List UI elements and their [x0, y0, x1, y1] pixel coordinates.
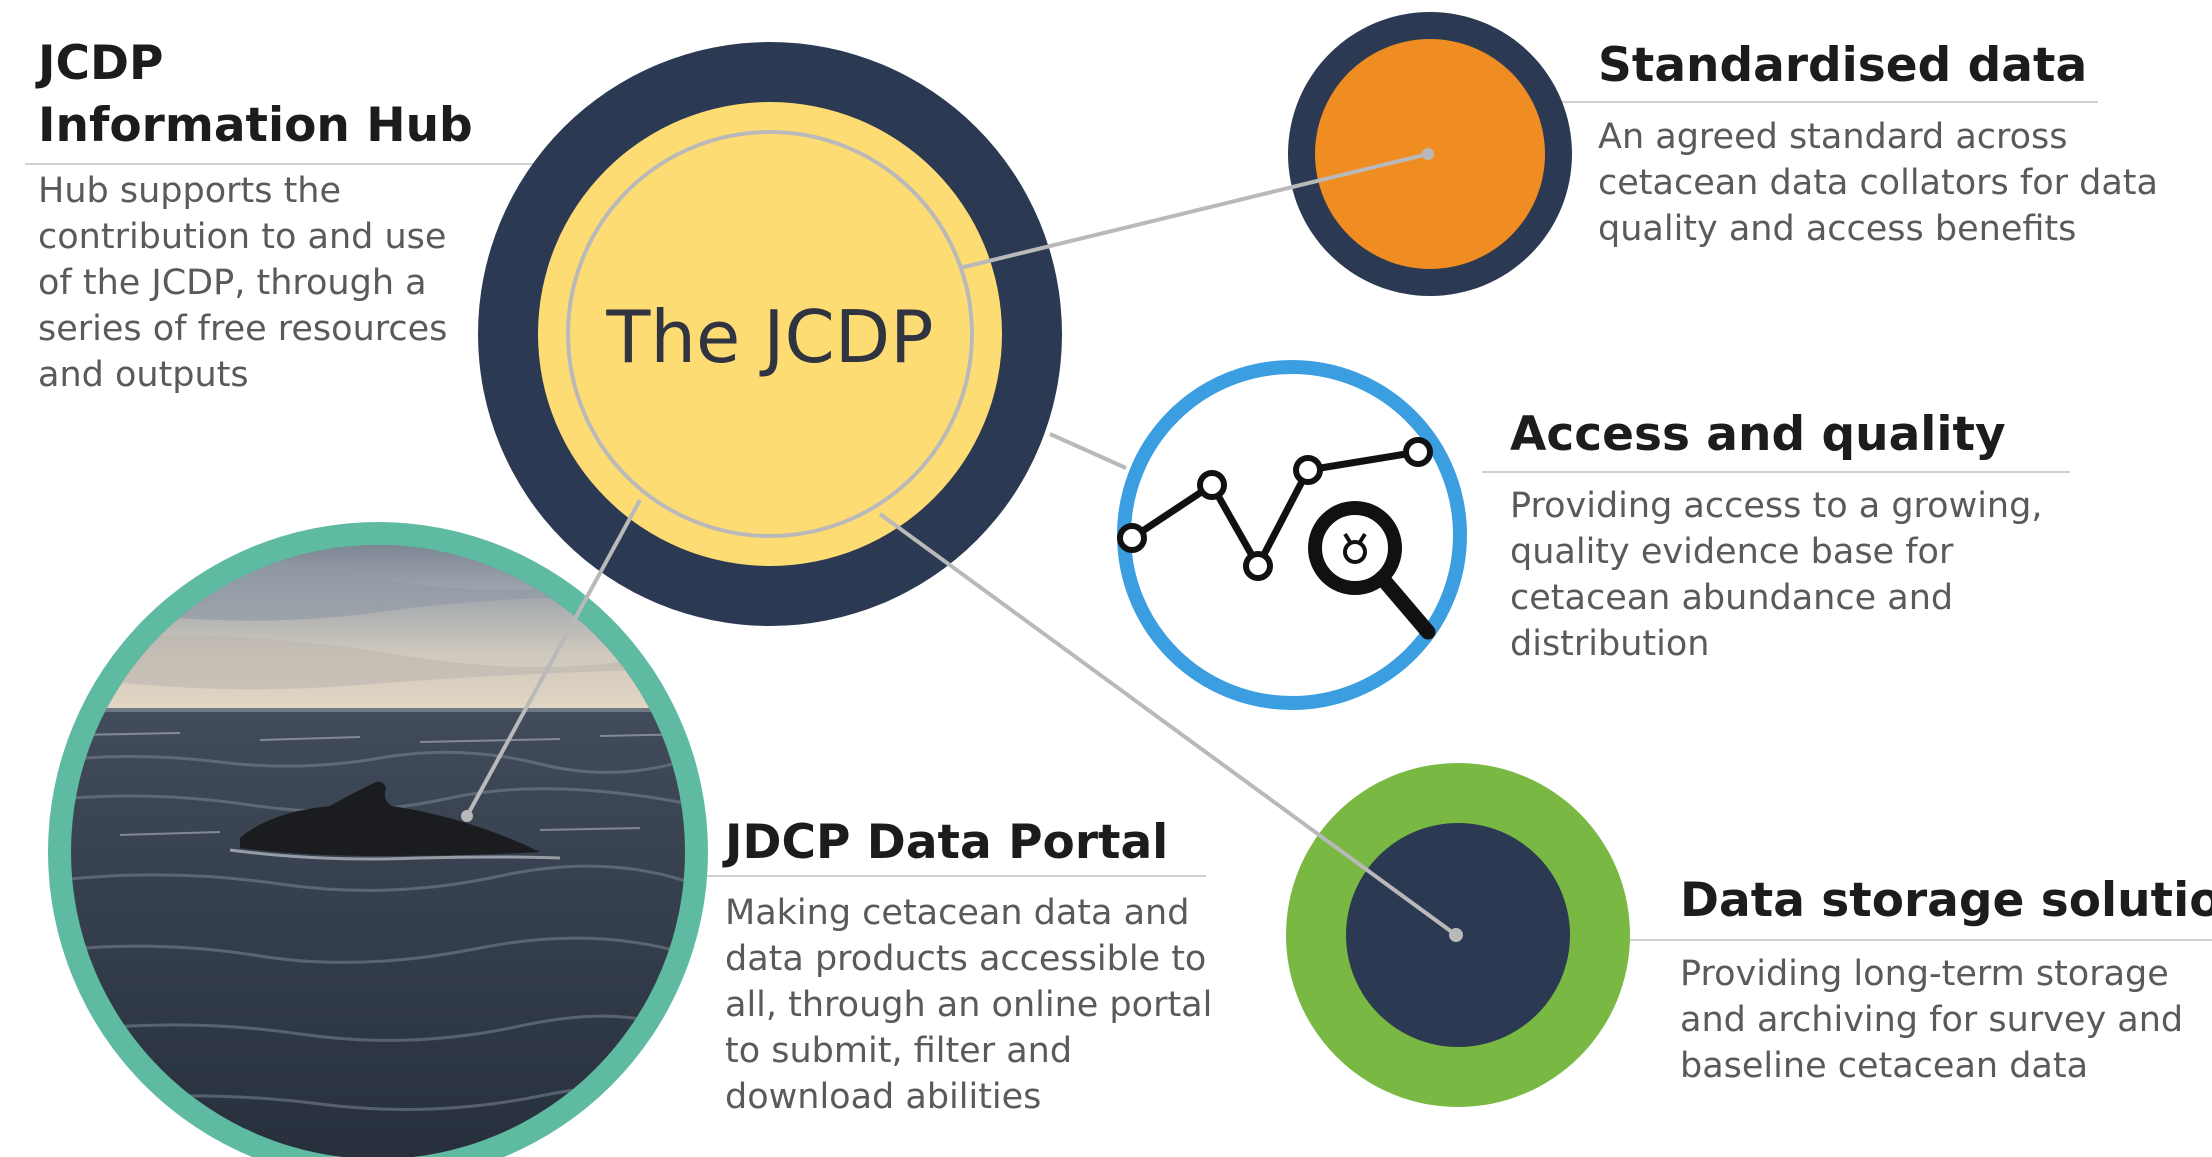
hub-description: Hub supports the contribution to and use…: [38, 171, 448, 395]
whale-photo: [48, 522, 708, 1157]
standardised-data-description: An agreed standard across cetacean data …: [1598, 117, 2158, 249]
pointer-lines: [461, 148, 1463, 942]
center-circle: The JCDP: [478, 42, 1062, 626]
data-storage-description: Providing long-term storage and archivin…: [1680, 954, 2184, 1086]
access-quality-title: Access and quality: [1510, 407, 2006, 462]
standardised-data-title: Standardised data: [1598, 38, 2088, 93]
line-chart-magnifier-icon: [1117, 437, 1436, 640]
hub-title: JCDP Information Hub: [38, 36, 473, 153]
data-portal-title: JDCP Data Portal: [725, 815, 1169, 870]
connector-lines: [25, 101, 2212, 941]
whale-silhouette: [240, 781, 540, 856]
center-label: The JCDP: [605, 295, 933, 379]
access-quality-description: Providing access to a growing, quality e…: [1510, 486, 2043, 664]
access-quality-circle: [1117, 360, 1467, 710]
data-storage-title: Data storage solution: [1680, 873, 2212, 928]
data-portal-description: Making cetacean data and data products a…: [725, 893, 1213, 1117]
